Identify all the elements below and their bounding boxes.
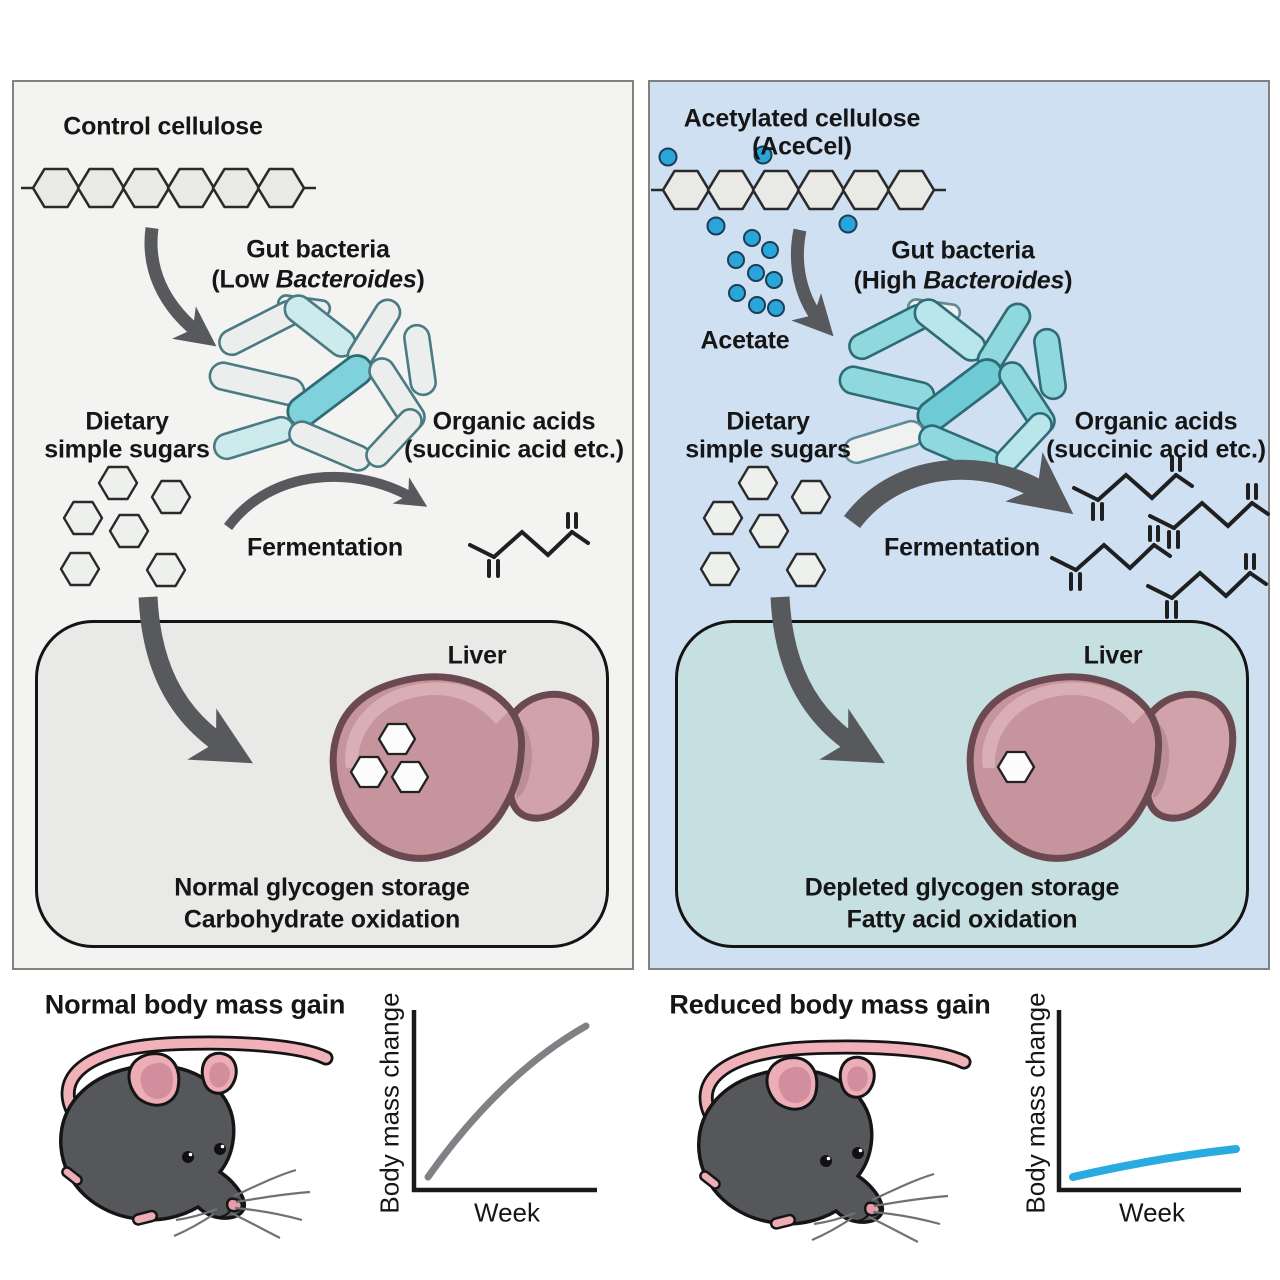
acecel-title-2: (AceCel): [752, 132, 852, 161]
x-axis-label-control: Week: [474, 1197, 540, 1228]
organic-acids-label-acecel-2: (succinic acid etc.): [1046, 435, 1266, 464]
outcome-title-acecel: Reduced body mass gain: [669, 989, 991, 1020]
dietary-sugars-label-acecel-1: Dietary: [726, 407, 810, 436]
acecel-title-1: Acetylated cellulose: [683, 104, 921, 133]
liver-label-control: Liver: [447, 641, 507, 670]
liver-outcome-control-1: Normal glycogen storage: [174, 873, 470, 902]
y-axis-label-acecel: Body mass change: [1020, 992, 1051, 1214]
y-axis-label-control: Body mass change: [374, 992, 405, 1214]
chart-control: [411, 1010, 597, 1193]
gut-bacteria-species-control: (Low Bacteroides): [211, 265, 425, 294]
liver-outcome-control-2: Carbohydrate oxidation: [183, 905, 461, 934]
mouse-graphic-control: [61, 1043, 326, 1238]
dietary-sugars-label-control-1: Dietary: [85, 407, 169, 436]
liver-outcome-acecel-2: Fatty acid oxidation: [846, 905, 1078, 934]
organic-acids-label-control-2: (succinic acid etc.): [404, 435, 624, 464]
outcome-title-control: Normal body mass gain: [44, 989, 346, 1020]
x-axis-label-acecel: Week: [1119, 1197, 1185, 1228]
liver-outcome-acecel-1: Depleted glycogen storage: [804, 873, 1120, 902]
gut-bacteria-species-acecel: (High Bacteroides): [853, 266, 1073, 295]
organic-acids-label-control-1: Organic acids: [432, 407, 596, 436]
control-title: Control cellulose: [63, 112, 263, 141]
dietary-sugars-label-control-2: simple sugars: [44, 435, 210, 464]
liver-label-acecel: Liver: [1083, 641, 1143, 670]
mouse-graphic-acecel: [699, 1047, 964, 1242]
acetate-label: Acetate: [700, 326, 790, 355]
gut-bacteria-label-acecel: Gut bacteria: [891, 236, 1035, 265]
organic-acids-label-acecel-1: Organic acids: [1074, 407, 1238, 436]
chart-control-trend-line: [424, 1022, 590, 1181]
dietary-sugars-label-acecel-2: simple sugars: [685, 435, 851, 464]
fermentation-label-control: Fermentation: [247, 533, 403, 562]
gut-bacteria-label-control: Gut bacteria: [246, 235, 390, 264]
chart-acecel-trend-line: [1069, 1145, 1240, 1181]
chart-acecel: [1056, 1010, 1241, 1193]
fermentation-label-acecel: Fermentation: [884, 533, 1040, 562]
